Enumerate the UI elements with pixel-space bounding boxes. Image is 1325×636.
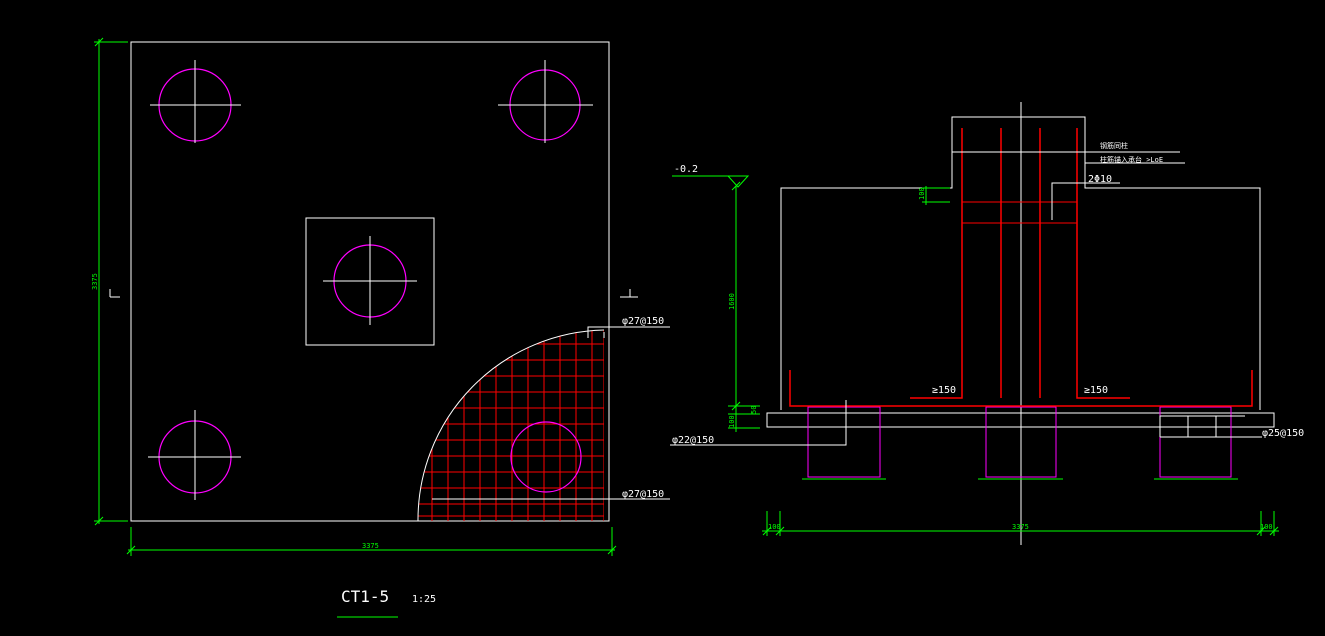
section-mark-right (620, 289, 638, 298)
section-dim-bottom-small: 50 (750, 406, 758, 414)
section-mark-left (109, 289, 120, 298)
cushion-layer (766, 412, 1275, 428)
rebar-label-bottom: φ27@150 (622, 489, 664, 500)
pile-section-center (985, 406, 1057, 478)
title-name: CT1-5 (341, 587, 389, 606)
pile-cap-outline (130, 41, 610, 522)
pile-section-left (807, 406, 881, 478)
anchor-label-left: ≥150 (932, 385, 956, 396)
bottom-main-rebar (789, 370, 1253, 407)
section-dim-right-edge: 100 (1260, 523, 1273, 531)
section-view: 2Φ10 钢筋同柱 柱筋锚入承台 >LoE ≥150 ≥150 φ22@150 … (670, 102, 1304, 545)
pile-top-left (150, 60, 241, 143)
pile-bottom-right (510, 421, 582, 493)
plan-dim-horizontal (126, 527, 617, 556)
rebar-arc-boundary (417, 329, 605, 522)
section-dim-top-small: 100 (918, 187, 926, 200)
stirrup-label: 2Φ10 (1088, 174, 1112, 185)
section-dim-total (762, 511, 1279, 536)
section-dim-left-edge: 100 (768, 523, 781, 531)
bottom-rebar-label-right: φ25@150 (1262, 428, 1304, 439)
note-line-1: 钢筋同柱 (1100, 141, 1128, 150)
section-dim-total-text: 3375 (1012, 523, 1029, 531)
plan-dim-vertical-text: 3375 (91, 273, 99, 290)
note-line-2: 柱筋锚入承台 >LoE (1100, 155, 1163, 164)
anchor-label-right: ≥150 (1084, 385, 1108, 396)
elevation-text: -0.2 (674, 164, 698, 175)
pile-top-right (498, 60, 593, 143)
rebar-mesh (417, 330, 604, 521)
pile-center (323, 236, 417, 325)
drawing-title: CT1-5 1:25 (337, 587, 436, 618)
pile-section-right (1159, 406, 1232, 478)
section-dim-bottom-small-2: 100 (728, 415, 736, 428)
column-longitudinal-rebars (910, 128, 1130, 399)
plan-view: φ27@150 φ27@150 3375 3375 (91, 37, 670, 556)
plan-dim-horizontal-text: 3375 (362, 542, 379, 550)
bottom-rebar-leader-left (670, 400, 847, 446)
elevation-marker: -0.2 (672, 164, 750, 188)
plan-dim-vertical (94, 37, 128, 526)
title-scale: 1:25 (412, 594, 436, 605)
stirrup-leader (1051, 182, 1120, 220)
rebar-label-top: φ27@150 (622, 316, 664, 327)
rebar-leader-top (587, 326, 670, 338)
column-outline (305, 217, 435, 346)
column-section-outline (780, 116, 1261, 410)
section-dim-height-text: 1600 (728, 293, 736, 310)
section-dim-height (728, 181, 950, 432)
pile-bottom-left (148, 410, 241, 500)
bottom-rebar-label-left: φ22@150 (672, 435, 714, 446)
column-stirrups (962, 201, 1077, 224)
